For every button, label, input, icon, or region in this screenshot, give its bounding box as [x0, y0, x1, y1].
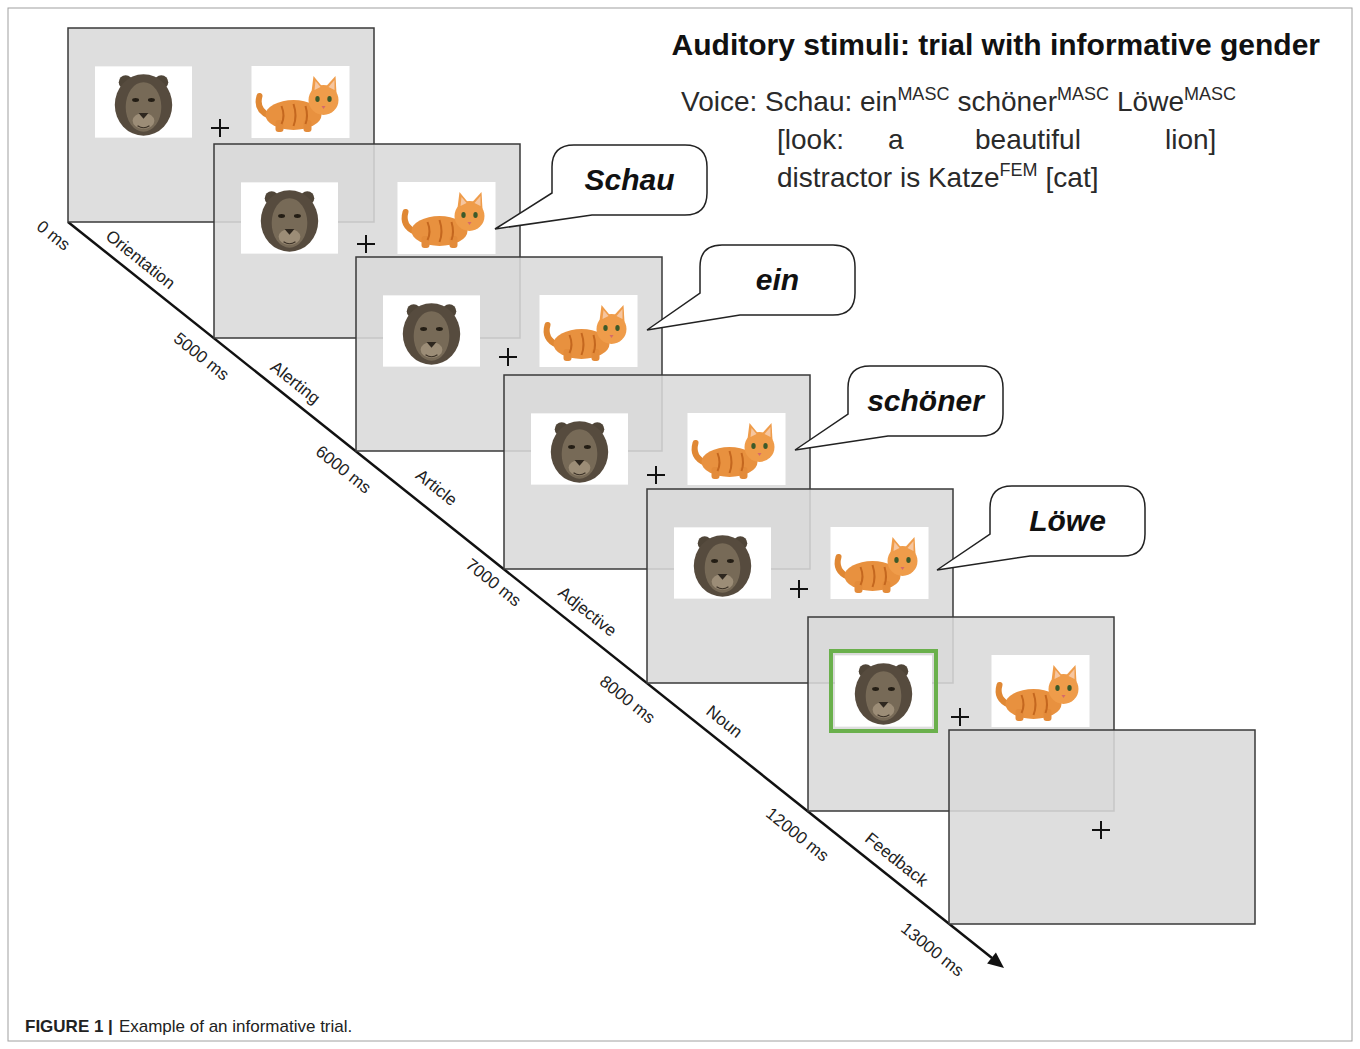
cat-picture	[831, 527, 929, 599]
phase-label: Noun	[702, 702, 746, 743]
cat-picture	[398, 182, 496, 254]
cat-picture	[992, 655, 1090, 727]
translation-word: beautiful	[975, 124, 1081, 156]
lion-picture	[835, 655, 932, 726]
lion-picture	[383, 295, 480, 366]
phase-label: Alerting	[266, 357, 324, 409]
gender-mark: FEM	[1000, 160, 1038, 180]
translation-word: [look:	[777, 124, 844, 156]
speech-bubble: schöner	[848, 366, 1003, 436]
voice-text: Löwe	[1117, 86, 1184, 117]
time-tick-label: 12000 ms	[762, 804, 833, 866]
lion-picture	[531, 413, 628, 484]
lion-picture	[95, 66, 192, 137]
distractor-line: distractor is KatzeFEM [cat]	[777, 162, 1098, 194]
voice-text: distractor is Katze	[777, 162, 1000, 193]
spoken-word: schöner	[867, 384, 984, 418]
fixation-cross	[647, 466, 665, 484]
fixation-cross	[1092, 821, 1110, 839]
gender-mark: MASC	[1057, 84, 1109, 104]
voice-text: schöner	[957, 86, 1057, 117]
spoken-word: ein	[756, 263, 799, 297]
feedback-highlight	[831, 651, 936, 731]
gender-mark: MASC	[897, 84, 949, 104]
time-axis-arrowhead	[987, 953, 1004, 969]
spoken-word: Löwe	[1029, 504, 1106, 538]
gender-mark: MASC	[1184, 84, 1236, 104]
fixation-cross	[499, 348, 517, 366]
figure-caption: FIGURE 1 | Example of an informative tria…	[25, 1017, 352, 1037]
lion-picture	[674, 527, 771, 598]
screen-frame	[949, 730, 1255, 924]
phase-label: Article	[411, 465, 460, 510]
screen-blank	[949, 730, 1255, 924]
speech-bubble: Löwe	[990, 486, 1145, 556]
cat-picture	[540, 295, 638, 367]
speech-bubble: ein	[700, 245, 855, 315]
time-tick-label: 13000 ms	[897, 919, 968, 981]
voice-text: [cat]	[1046, 162, 1099, 193]
bubble-shape	[495, 145, 707, 229]
speech-bubble: Schau	[552, 145, 707, 215]
fixation-cross	[357, 235, 375, 253]
fixation-cross	[951, 708, 969, 726]
bubble-shape	[937, 486, 1145, 570]
lion-picture	[241, 182, 338, 253]
cat-picture	[688, 413, 786, 485]
spoken-word: Schau	[584, 163, 674, 197]
fixation-cross	[211, 119, 229, 137]
fixation-cross	[790, 580, 808, 598]
time-axis	[68, 222, 992, 958]
voice-line: Voice: Schau: einMASCschönerMASCLöweMASC	[681, 86, 1236, 118]
bubble-shape	[795, 366, 1003, 450]
caption-text: Example of an informative trial.	[119, 1017, 352, 1036]
translation-word: a	[888, 124, 904, 156]
bubble-shape	[647, 245, 855, 330]
figure-title: Auditory stimuli: trial with informative…	[672, 28, 1320, 62]
phase-label: Orientation	[101, 226, 178, 294]
figure-number: FIGURE 1 |	[25, 1017, 113, 1036]
figure-frame	[8, 8, 1352, 1041]
cat-picture	[252, 66, 350, 138]
phase-label: Adjective	[554, 583, 620, 642]
translation-word: lion]	[1165, 124, 1216, 156]
voice-text: Voice: Schau: ein	[681, 86, 897, 117]
